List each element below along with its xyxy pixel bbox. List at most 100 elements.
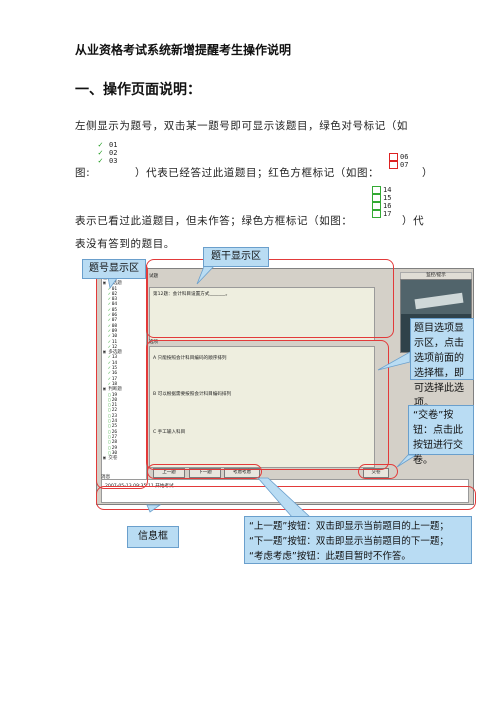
doc-title: 从业资格考试系统新增提醒考生操作说明 bbox=[75, 43, 292, 57]
green-box-icon: ▢ bbox=[108, 413, 111, 419]
tree-item[interactable]: ▢28 bbox=[108, 440, 118, 446]
callout-question-number: 题号显示区 bbox=[82, 259, 146, 279]
sample-viewed-item: 06 bbox=[389, 153, 408, 161]
tree-item[interactable]: ✓16 bbox=[108, 371, 118, 377]
tree-item[interactable]: ✓01 bbox=[108, 286, 118, 292]
green-box-icon bbox=[372, 186, 381, 194]
tree-item[interactable]: ▢21 bbox=[108, 403, 118, 409]
green-box-icon: ▢ bbox=[108, 445, 111, 451]
callout-buttons-line-1: “上一题”按钮：双击即显示当前题目的上一题； bbox=[249, 521, 449, 532]
tree-item[interactable]: ▢30 bbox=[108, 450, 118, 456]
paragraph-line-2-suffix: ） bbox=[422, 167, 434, 179]
green-box-icon: ▢ bbox=[108, 419, 111, 425]
paragraph-line-4: 表没有答到的题目。 bbox=[75, 238, 175, 250]
paragraph-line-1: 左侧显示为题号，双击某一题号即可显示该题目，绿色对号标记（如 bbox=[75, 120, 408, 132]
tree-group[interactable]: ▣ 交卷 bbox=[103, 456, 118, 462]
highlight-question-stem bbox=[146, 259, 394, 338]
tree-group[interactable]: ▣ 单选题 bbox=[103, 281, 122, 287]
highlight-submit bbox=[358, 464, 398, 479]
question-label: 试题 bbox=[149, 274, 159, 279]
tree-item[interactable]: ▢20 bbox=[108, 397, 118, 403]
tree-item[interactable]: ▢23 bbox=[108, 413, 118, 419]
tree-item[interactable]: ✓02 bbox=[108, 291, 118, 297]
tree-item[interactable]: ✓06 bbox=[108, 313, 118, 319]
sample-viewed: 06 07 bbox=[389, 153, 408, 169]
red-box-icon bbox=[389, 161, 398, 169]
check-icon: ✓ bbox=[108, 297, 111, 303]
callout-buttons-line-3: “考虑考虑”按钮：此题目暂时不作答。 bbox=[249, 551, 411, 562]
check-icon: ✓ bbox=[98, 140, 103, 149]
check-icon: ✓ bbox=[108, 371, 111, 377]
green-box-icon: ▢ bbox=[108, 450, 111, 456]
sample-unanswered-item: 16 bbox=[372, 202, 391, 210]
tree-item[interactable]: ✓13 bbox=[108, 355, 118, 361]
check-icon: ✓ bbox=[108, 360, 111, 366]
tree-item[interactable]: ✓04 bbox=[108, 302, 118, 308]
tree-item[interactable]: ✓17 bbox=[108, 376, 118, 382]
tree-item[interactable]: ▢26 bbox=[108, 429, 118, 435]
check-icon: ✓ bbox=[108, 323, 111, 329]
check-icon: ✓ bbox=[108, 313, 111, 319]
green-box-icon: ▢ bbox=[108, 403, 111, 409]
tree-item[interactable]: ✓14 bbox=[108, 360, 118, 366]
paragraph-line-2-middle: ）代表已经答过此道题目；红色方框标记（如图： bbox=[135, 167, 380, 179]
next-button[interactable]: 下一题 bbox=[189, 468, 221, 478]
tree-item[interactable]: ✓03 bbox=[108, 297, 118, 303]
message-label: 消息 bbox=[101, 475, 111, 480]
callout-buttons: “上一题”按钮：双击即显示当前题目的上一题； “下一题”按钮：双击即显示当前题目… bbox=[244, 516, 472, 564]
check-icon: ✓ bbox=[108, 366, 111, 372]
tree-item[interactable]: ✓15 bbox=[108, 366, 118, 372]
callout-submit: “交卷”按钮：点击此按钮进行交卷。 bbox=[408, 405, 474, 466]
check-icon: ✓ bbox=[108, 355, 111, 361]
highlight-nav-buttons bbox=[147, 464, 262, 479]
question-stem-area: 第12题：会计科目设置方式_______。 bbox=[149, 287, 375, 341]
tree-item[interactable]: ✓05 bbox=[108, 307, 118, 313]
tree-item[interactable]: ✓10 bbox=[108, 334, 118, 340]
tree-item[interactable]: ▢24 bbox=[108, 419, 118, 425]
sample-unanswered-item: 14 bbox=[372, 186, 391, 194]
tree-group[interactable]: ▣ 多选题 bbox=[103, 350, 122, 356]
check-icon: ✓ bbox=[108, 291, 111, 297]
check-icon: ✓ bbox=[98, 156, 103, 165]
check-icon: ✓ bbox=[108, 344, 111, 350]
tree-item[interactable]: ▢25 bbox=[108, 424, 118, 430]
tree-item[interactable]: ✓18 bbox=[108, 381, 118, 387]
question-number-tree: 题目 ▣ 单选题 ✓01✓02✓03✓04✓05✓06✓07✓08✓09✓10✓… bbox=[101, 275, 147, 481]
sample-unanswered: 14 15 16 17 bbox=[372, 186, 391, 218]
tree-item[interactable]: ▢29 bbox=[108, 445, 118, 451]
check-icon: ✓ bbox=[108, 302, 111, 308]
tree-item[interactable]: ✓12 bbox=[108, 344, 118, 350]
tree-item[interactable]: ▢27 bbox=[108, 434, 118, 440]
highlight-options bbox=[146, 340, 389, 470]
tree-item[interactable]: ✓07 bbox=[108, 318, 118, 324]
paragraph-line-3-suffix: ）代 bbox=[402, 215, 425, 227]
sample-answered-item: ✓03 bbox=[98, 156, 118, 166]
tree-item[interactable]: ✓11 bbox=[108, 339, 118, 345]
green-box-icon: ▢ bbox=[108, 424, 111, 430]
sample-answered-item: ✓01 bbox=[98, 140, 118, 150]
paragraph-line-2-prefix: 图: bbox=[75, 167, 91, 179]
check-icon: ✓ bbox=[98, 148, 103, 157]
tree-item[interactable]: ✓09 bbox=[108, 328, 118, 334]
callout-question-stem: 题干显示区 bbox=[203, 247, 269, 267]
tree-group[interactable]: ▣ 判断题 bbox=[103, 387, 122, 393]
callout-info: 信息框 bbox=[127, 526, 179, 548]
check-icon: ✓ bbox=[108, 339, 111, 345]
paragraph-line-3: 表示已看过此道题目，但未作答；绿色方框标记（如图： bbox=[75, 215, 353, 227]
option-c[interactable]: C 手工输入科目 bbox=[153, 430, 186, 435]
tree-item[interactable]: ▢19 bbox=[108, 392, 118, 398]
tree-item[interactable]: ✓08 bbox=[108, 323, 118, 329]
option-b[interactable]: B 可以根据需要按照会计科目编码排列 bbox=[153, 392, 232, 397]
green-box-icon: ▢ bbox=[108, 408, 111, 414]
check-icon: ✓ bbox=[108, 286, 111, 292]
green-box-icon: ▢ bbox=[108, 429, 111, 435]
sample-viewed-item: 07 bbox=[389, 161, 408, 169]
red-box-icon bbox=[389, 153, 398, 161]
callout-options: 题目选项显示区，点击选项前面的选择框，即可选择此选项。 bbox=[410, 318, 474, 409]
check-icon: ✓ bbox=[108, 376, 111, 382]
check-icon: ✓ bbox=[108, 334, 111, 340]
tree-item[interactable]: ▢22 bbox=[108, 408, 118, 414]
green-box-icon bbox=[372, 202, 381, 210]
option-a[interactable]: A 只能按照会计科目编码的顺序排列 bbox=[153, 356, 227, 361]
